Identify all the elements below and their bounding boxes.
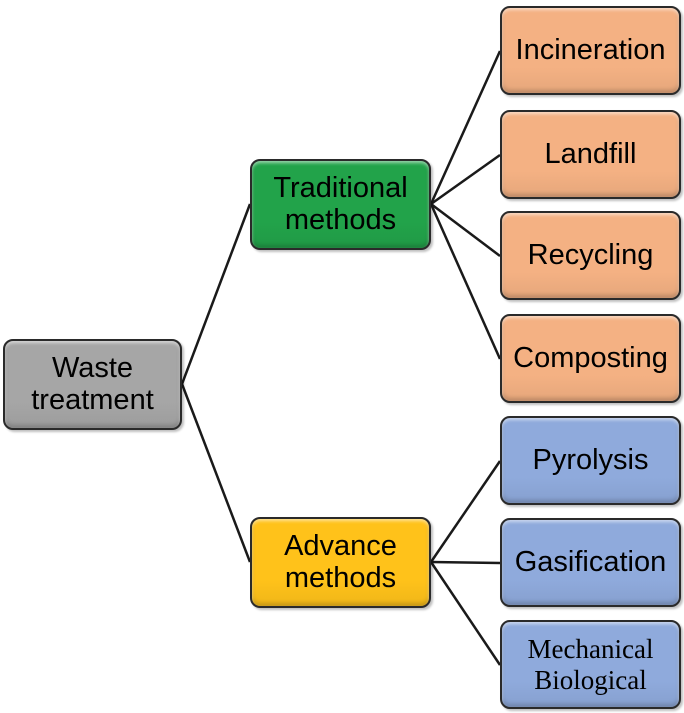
- connector-advance-pyrolysis: [429, 460, 502, 563]
- node-label-line: Recycling: [527, 238, 654, 271]
- node-mechanical-biological: Mechanical Biological: [500, 620, 681, 709]
- node-label-line: Landfill: [544, 137, 637, 170]
- node-label-line: Mechanical: [527, 634, 654, 665]
- node-landfill: Landfill: [500, 110, 681, 199]
- node-label-line: methods: [284, 203, 397, 236]
- node-label-line: methods: [284, 561, 397, 594]
- connector-traditional-composting: [429, 203, 502, 360]
- node-label-line: Traditional: [273, 172, 408, 205]
- connector-advance-mechanical-biological: [429, 561, 502, 666]
- node-label-line: Composting: [513, 341, 668, 374]
- connector-root-advance: [180, 383, 252, 563]
- node-incineration: Incineration: [500, 6, 681, 95]
- node-recycling: Recycling: [500, 211, 681, 300]
- node-label-line: Gasification: [514, 545, 667, 578]
- node-label-line: Waste: [51, 352, 134, 385]
- connector-traditional-incineration: [429, 50, 502, 205]
- node-composting: Composting: [500, 314, 681, 403]
- connector-traditional-recycling: [430, 203, 501, 257]
- connector-root-traditional: [180, 203, 252, 385]
- node-traditional-methods: Traditional methods: [250, 159, 431, 250]
- node-pyrolysis: Pyrolysis: [500, 416, 681, 505]
- node-advance-methods: Advance methods: [250, 517, 431, 608]
- connector-traditional-landfill: [430, 153, 501, 206]
- node-label-line: treatment: [31, 383, 154, 416]
- node-label-line: Advance: [284, 530, 397, 563]
- node-label-line: Biological: [534, 664, 647, 695]
- node-label-line: Pyrolysis: [532, 443, 649, 476]
- node-gasification: Gasification: [500, 518, 681, 607]
- node-waste-treatment: Waste treatment: [3, 339, 182, 430]
- node-label-line: Incineration: [515, 33, 666, 66]
- connector-advance-gasification: [430, 560, 501, 565]
